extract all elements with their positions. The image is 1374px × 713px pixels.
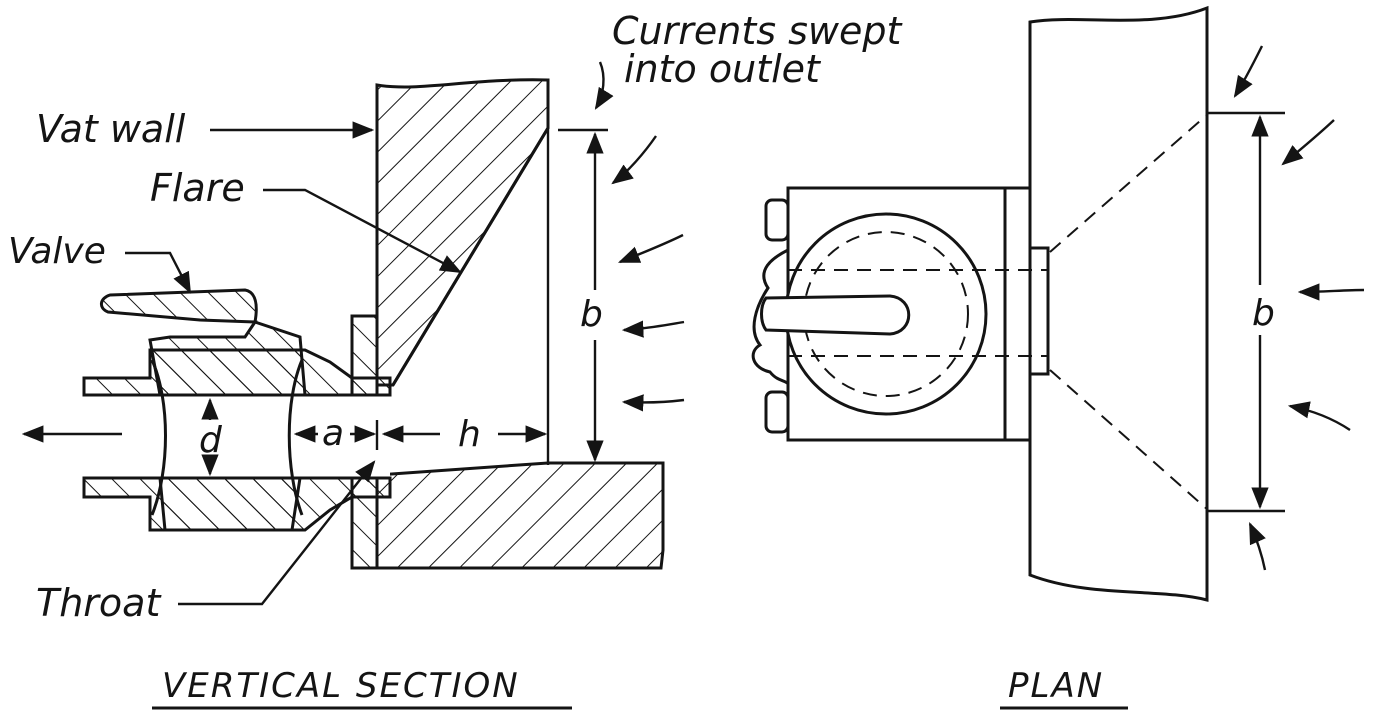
caption-plan: PLAN	[1008, 666, 1104, 706]
label-throat: Throat	[36, 581, 162, 625]
label-currents-line1: Currents swept	[612, 9, 903, 53]
vertical-section: d a h b	[21, 61, 685, 606]
label-currents-line2: into outlet	[624, 47, 822, 91]
valve-leader	[125, 251, 192, 294]
dim-b-section: b	[580, 294, 603, 335]
current-arrow-2	[611, 135, 657, 185]
plan-vat-wall	[1028, 5, 1209, 602]
current-arrow-4	[621, 320, 685, 338]
plan-view: b	[751, 5, 1365, 602]
label-flare: Flare	[150, 166, 245, 210]
dim-b-plan: b	[1252, 293, 1275, 334]
flare-leader	[263, 188, 462, 274]
dim-d: d	[199, 420, 223, 461]
pipe-bore	[84, 395, 390, 478]
bolt-top	[764, 198, 790, 242]
flare-face	[391, 127, 550, 386]
current-arrow-3	[617, 233, 684, 264]
valve-body-lower	[158, 476, 302, 532]
plan-current-arrow-5	[1248, 522, 1267, 571]
bolt-bottom	[764, 390, 790, 434]
plan-current-arrow-1	[1233, 45, 1264, 98]
caption-vertical-section: VERTICAL SECTION	[162, 666, 520, 706]
throat-leader	[178, 460, 376, 606]
plan-current-arrow-4	[1287, 401, 1351, 431]
valve-body-upper	[100, 288, 307, 397]
dim-a: a	[322, 413, 344, 454]
vat-wall-section	[375, 78, 550, 387]
plan-current-arrow-2	[1281, 119, 1335, 166]
plan-outlet-stub	[1028, 246, 1050, 376]
floor-slab	[375, 461, 665, 570]
label-valve: Valve	[8, 231, 106, 272]
label-vat-wall: Vat wall	[36, 107, 186, 151]
current-arrow-5	[621, 394, 685, 412]
dim-h: h	[458, 414, 481, 455]
plan-current-arrow-3	[1297, 283, 1365, 301]
valve-handle	[760, 294, 911, 336]
current-arrow-1	[594, 61, 614, 110]
